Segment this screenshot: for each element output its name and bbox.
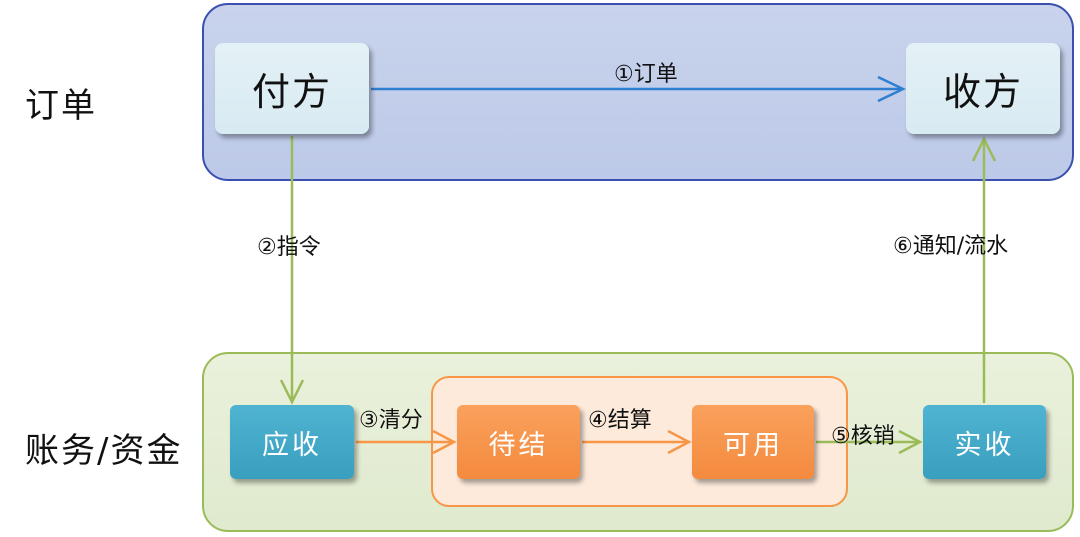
pending-settlement-node: 待结 [457, 405, 580, 479]
step-clearing-label: ③清分 [359, 408, 423, 433]
step-instruction-label: ②指令 [257, 235, 321, 260]
receivable-node: 应收 [230, 405, 354, 479]
step-order-label: ①订单 [614, 62, 678, 87]
step-settlement-label: ④结算 [588, 408, 652, 433]
available-node: 可用 [692, 405, 814, 479]
payer-box: 付方 [215, 43, 369, 134]
payee-box: 收方 [906, 43, 1060, 134]
received-node: 实收 [923, 405, 1046, 479]
step-notification-label: ⑥通知/流水 [893, 234, 1009, 259]
step-writeoff-label: ⑤核销 [831, 424, 895, 449]
order-row-label: 订单 [25, 86, 97, 126]
fund-row-label: 账务/资金 [25, 431, 183, 471]
